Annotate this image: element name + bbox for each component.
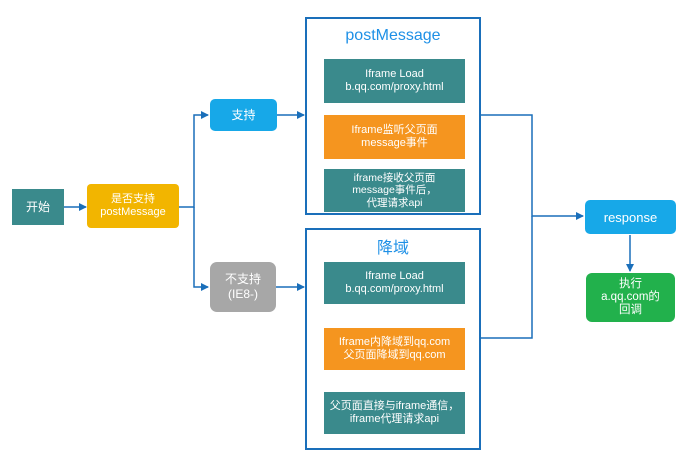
domain-step-1: Iframe Load b.qq.com/proxy.html [324, 262, 465, 304]
domain-panel: 降域 Iframe Load b.qq.com/proxy.html Ifram… [305, 228, 481, 450]
arrow-decision-to-unsupported [193, 207, 209, 291]
postmessage-panel-title: postMessage [345, 27, 441, 44]
domain-step-3: 父页面直接与iframe通信， iframe代理请求api [324, 392, 465, 434]
postmessage-step-2: Iframe监听父页面 message事件 [324, 115, 465, 159]
line-domain-to-merge [481, 216, 533, 339]
postmessage-panel: postMessage Iframe Load b.qq.com/proxy.h… [305, 17, 481, 215]
supported-node: 支持 [210, 99, 277, 131]
postmessage-step-1: Iframe Load b.qq.com/proxy.html [324, 59, 465, 103]
decision-node: 是否支持 postMessage [87, 184, 179, 228]
start-node: 开始 [12, 189, 64, 225]
postmessage-step-3: iframe接收父页面 message事件后， 代理请求api [324, 169, 465, 212]
response-node: response [585, 200, 676, 234]
arrow-decision-to-supported [179, 111, 209, 208]
unsupported-node: 不支持 (IE8-) [210, 262, 276, 312]
arrow-postmessage-to-response [481, 114, 584, 220]
domain-panel-title: 降域 [376, 240, 409, 257]
domain-step-2: Iframe内降域到qq.com 父页面降域到qq.com [324, 328, 465, 370]
callback-node: 执行 a.qq.com的 回调 [586, 273, 675, 322]
